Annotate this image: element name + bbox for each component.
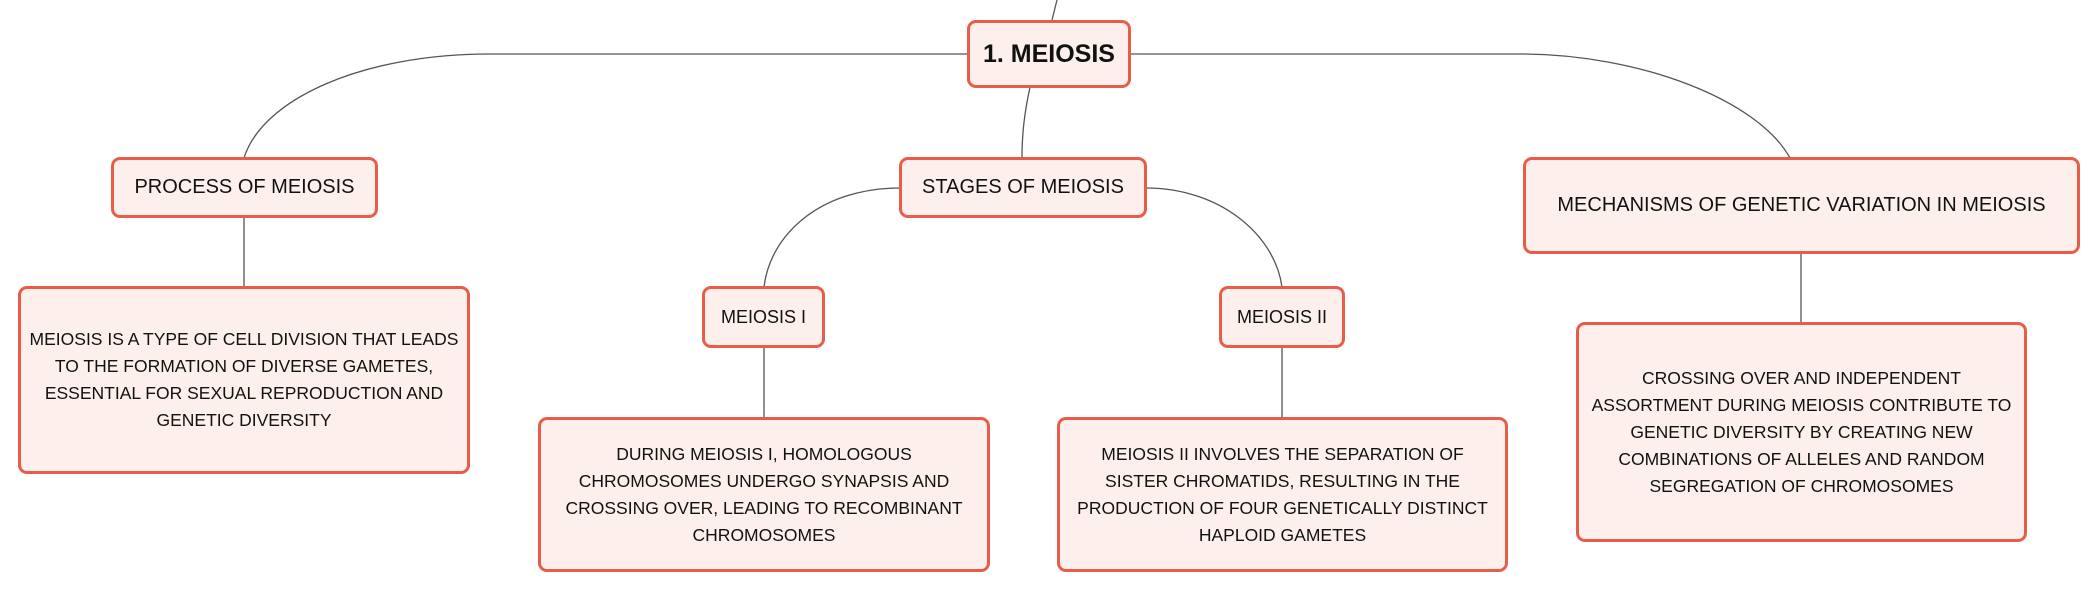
process-detail-node[interactable]: MEIOSIS IS A TYPE OF CELL DIVISION THAT … bbox=[18, 286, 470, 474]
edge-root-to-stages bbox=[1021, 86, 1031, 159]
edge-stages-to-meiosis2 bbox=[1145, 187, 1283, 288]
mechanisms-detail-node[interactable]: CROSSING OVER AND INDEPENDENT ASSORTMENT… bbox=[1576, 322, 2027, 542]
meiosis1-detail-node[interactable]: DURING MEIOSIS I, HOMOLOGOUS CHROMOSOMES… bbox=[538, 417, 990, 572]
root-node[interactable]: 1. MEIOSIS bbox=[967, 20, 1131, 88]
meiosis1-detail-text: DURING MEIOSIS I, HOMOLOGOUS CHROMOSOMES… bbox=[565, 443, 963, 545]
stages-node[interactable]: STAGES OF MEIOSIS bbox=[899, 157, 1147, 218]
meiosis1-node[interactable]: MEIOSIS I bbox=[702, 286, 825, 348]
mechanisms-detail-text: CROSSING OVER AND INDEPENDENT ASSORTMENT… bbox=[1591, 367, 2012, 496]
root-node-label: 1. MEIOSIS bbox=[983, 39, 1115, 68]
mechanisms-node[interactable]: MECHANISMS OF GENETIC VARIATION IN MEIOS… bbox=[1523, 157, 2080, 254]
process-detail-text: MEIOSIS IS A TYPE OF CELL DIVISION THAT … bbox=[29, 329, 459, 430]
edge-root-to-mechanisms bbox=[1130, 53, 1791, 159]
stages-node-label: STAGES OF MEIOSIS bbox=[922, 176, 1124, 198]
process-node-label: PROCESS OF MEIOSIS bbox=[134, 176, 355, 198]
meiosis2-detail-node[interactable]: MEIOSIS II INVOLVES THE SEPARATION OF SI… bbox=[1057, 417, 1508, 572]
meiosis1-node-label: MEIOSIS I bbox=[720, 306, 807, 327]
edge-root-to-process bbox=[243, 53, 968, 159]
edge-root-incoming bbox=[1051, 0, 1058, 21]
meiosis2-node[interactable]: MEIOSIS II bbox=[1219, 286, 1345, 348]
meiosis2-detail-text: MEIOSIS II INVOLVES THE SEPARATION OF SI… bbox=[1077, 443, 1488, 545]
mechanisms-node-label: MECHANISMS OF GENETIC VARIATION IN MEIOS… bbox=[1557, 194, 2046, 216]
meiosis2-node-label: MEIOSIS II bbox=[1236, 306, 1328, 327]
edge-stages-to-meiosis1 bbox=[763, 187, 901, 288]
process-node[interactable]: PROCESS OF MEIOSIS bbox=[111, 157, 378, 218]
